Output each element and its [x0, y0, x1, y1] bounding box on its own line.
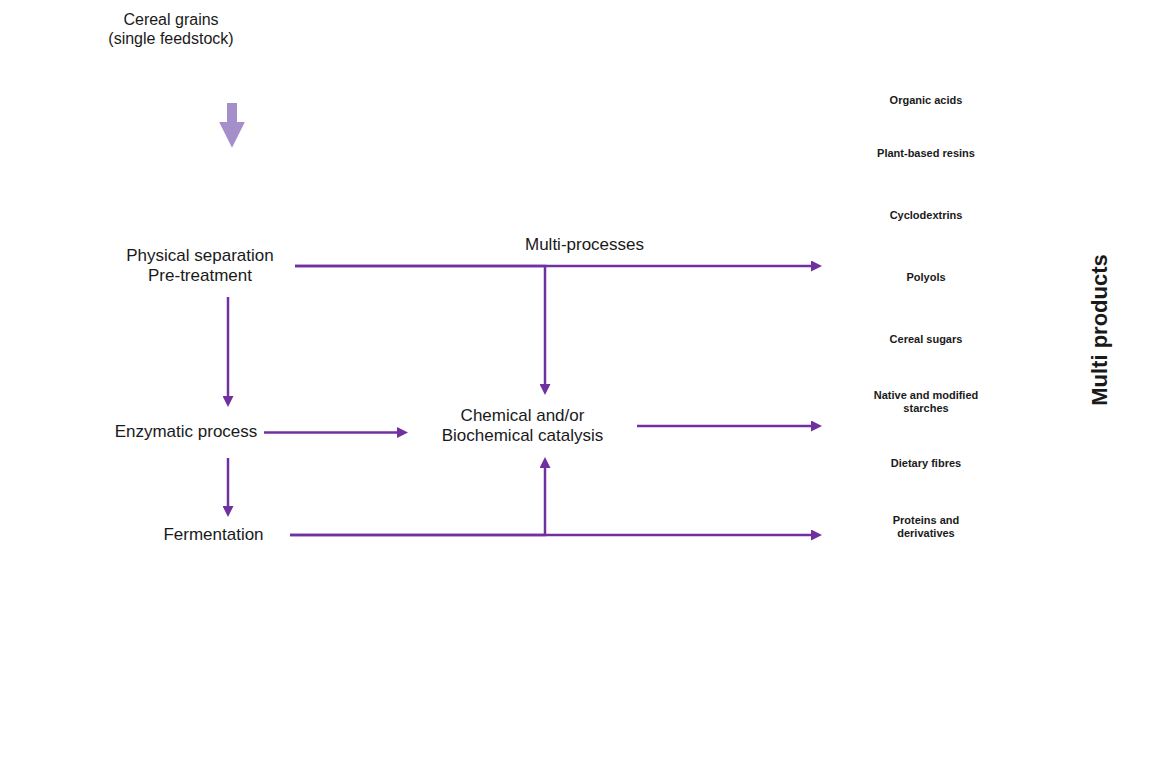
- image-ground: [65, 6, 277, 103]
- cylinder-cap: [831, 493, 1022, 507]
- cylinder-cap: [831, 121, 1022, 135]
- cylinder-body: [831, 244, 1022, 304]
- flow-arrow: [637, 425, 818, 428]
- wheat-ear: [194, 57, 227, 103]
- product-cylinder: Polyols: [830, 244, 1022, 304]
- flow-arrow: [227, 458, 230, 513]
- panel-fill: [63, 149, 773, 708]
- frame-shadow: [8, 8, 1158, 761]
- product-cylinder: Organic acids: [830, 76, 1022, 118]
- product-cylinder: Cereal sugars: [830, 306, 1022, 366]
- wheat-ear: [87, 57, 124, 103]
- cylinder-body: [831, 368, 1022, 428]
- cylinder-cap: [831, 369, 1022, 383]
- cylinder-cap: [831, 183, 1022, 197]
- flow-arrow: [227, 103, 237, 127]
- product-label: Dietary fibres: [891, 457, 961, 470]
- product-label: Proteins and derivatives: [867, 514, 985, 540]
- process-box: Enzymatic process: [108, 407, 264, 458]
- wheat-ear: [65, 61, 108, 103]
- process-label: Fermentation: [163, 525, 263, 545]
- product-label: Plant-based resins: [877, 147, 975, 160]
- cylinder-body: [831, 430, 1022, 490]
- process-box: Physical separation Pre-treatment: [105, 235, 295, 297]
- process-label: Enzymatic process: [115, 422, 258, 442]
- ellipse-fill: [749, 11, 1139, 731]
- flow-arrow: [290, 534, 818, 537]
- cylinder-body: [831, 120, 1022, 180]
- feedstock-image: Cereal grains (single feedstock): [65, 6, 277, 103]
- flow-arrow: [264, 431, 404, 434]
- product-label: Cereal sugars: [890, 333, 963, 346]
- process-box: Fermentation: [137, 517, 290, 553]
- flow-arrow: [295, 265, 818, 268]
- cylinder-cap: [831, 245, 1022, 259]
- product-label: Native and modified starches: [867, 389, 985, 415]
- catalysis-label: Chemical and/or Biochemical catalysis: [417, 406, 628, 447]
- product-cylinder: Cyclodextrins: [830, 182, 1022, 242]
- wheat-ear: [145, 57, 172, 103]
- product-label: Cyclodextrins: [890, 209, 963, 222]
- product-cylinder: Native and modified starches: [830, 368, 1022, 428]
- process-group: Multi-processesPhysical separation Pre-t…: [62, 148, 773, 708]
- process-box-fill: [109, 408, 264, 458]
- wheat-ear: [119, 58, 141, 103]
- product-group-outline: [748, 10, 1140, 732]
- process-box-fill: [138, 518, 290, 553]
- cylinder-body: [831, 76, 1022, 118]
- product-cylinder: Dietary fibres: [830, 430, 1022, 490]
- process-box-fill: [106, 236, 295, 297]
- product-label: Polyols: [906, 271, 945, 284]
- product-cylinder: Proteins and derivatives: [830, 492, 1022, 554]
- product-label: Organic acids: [890, 94, 963, 107]
- group-title: Multi-processes: [525, 235, 644, 255]
- cylinder-body: [831, 492, 1022, 554]
- cylinder-cap: [831, 431, 1022, 445]
- catalysis-box-fill: [409, 396, 637, 457]
- wheat-ear: [215, 59, 260, 103]
- product-group: Multi products Organic acidsPlant-based r…: [748, 10, 1140, 732]
- cylinder-cap: [831, 77, 1022, 91]
- product-cylinder: Plant-based resins: [830, 120, 1022, 180]
- flow-arrow: [290, 461, 545, 535]
- process-label: Physical separation Pre-treatment: [112, 246, 288, 287]
- group-title: Multi products: [1087, 254, 1113, 406]
- cylinder-cap: [831, 307, 1022, 321]
- frame-border: [3, 3, 1153, 755]
- wheat-ear: [236, 61, 277, 103]
- feedstock-label: Cereal grains (single feedstock): [99, 10, 244, 48]
- flow-arrow: [227, 297, 230, 403]
- cylinder-body: [831, 306, 1022, 366]
- catalysis-box: Chemical and/or Biochemical catalysis: [408, 395, 637, 457]
- wheat-ear: [167, 58, 197, 103]
- cylinder-body: [831, 182, 1022, 242]
- flow-arrow: [295, 266, 545, 391]
